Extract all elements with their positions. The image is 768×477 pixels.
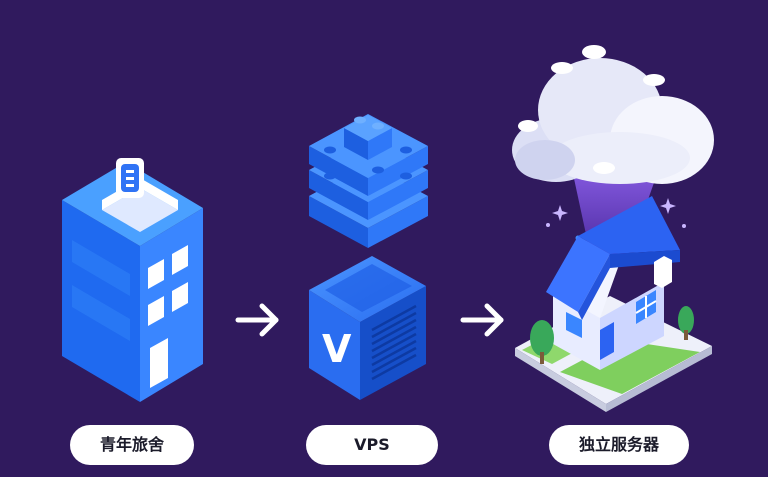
right-arrow-icon [235, 303, 279, 337]
stage-label-dedicated-server: 独立服务器 [549, 425, 689, 465]
vps-letter: V [322, 327, 352, 371]
cloud-icon [512, 45, 714, 184]
tree-icon [530, 306, 694, 364]
hostel-building-icon [62, 158, 203, 402]
vps-server-block-icon: V [309, 114, 428, 400]
right-arrow-icon [460, 303, 504, 337]
server-stack-icon [309, 114, 428, 248]
stage-label-vps: VPS [306, 425, 438, 465]
stage-label-hostel: 青年旅舍 [70, 425, 194, 465]
dedicated-server-house-icon [512, 45, 714, 412]
vps-cube-icon: V [309, 256, 426, 400]
